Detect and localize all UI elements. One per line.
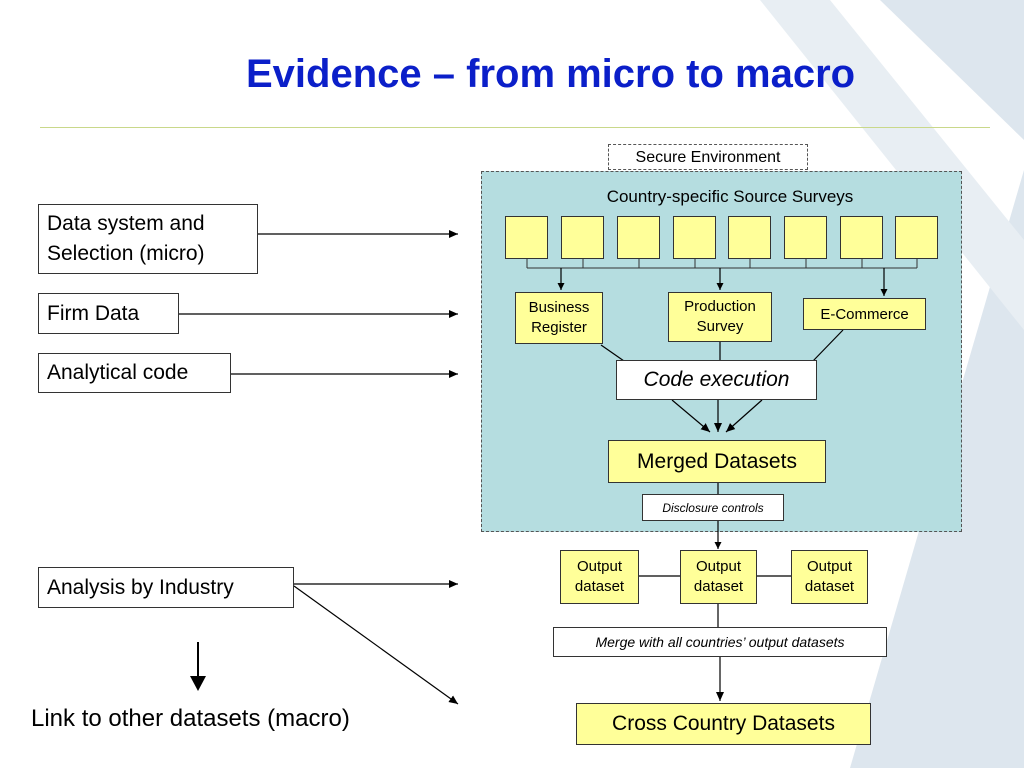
survey-box [895, 216, 938, 259]
survey-box [505, 216, 548, 259]
secure-environment-label: Secure Environment [608, 144, 808, 170]
merge-countries-box: Merge with all countries’ output dataset… [553, 627, 887, 657]
survey-box [784, 216, 827, 259]
page-title: Evidence – from micro to macro [246, 52, 856, 96]
source-surveys-label: Country-specific Source Surveys [606, 187, 854, 206]
ecommerce-box: E-Commerce [803, 298, 926, 330]
cross-country-datasets-box: Cross Country Datasets [576, 703, 871, 745]
analytical-code-box: Analytical code [38, 353, 231, 393]
survey-box [673, 216, 716, 259]
analysis-by-industry-box: Analysis by Industry [38, 567, 294, 608]
disclosure-controls-box: Disclosure controls [642, 494, 784, 521]
merged-datasets-box: Merged Datasets [608, 440, 826, 483]
survey-box [728, 216, 771, 259]
link-other-datasets-label: Link to other datasets (macro) [31, 705, 350, 732]
survey-box [561, 216, 604, 259]
output-dataset-right: Output dataset [791, 550, 868, 604]
business-register-box: Business Register [515, 292, 603, 344]
code-execution-box: Code execution [616, 360, 817, 400]
data-system-selection-box: Data system and Selection (micro) [38, 204, 258, 274]
output-dataset-center: Output dataset [680, 550, 757, 604]
page-title-wrap: Evidence – from micro to macro [0, 52, 1024, 97]
output-dataset-left: Output dataset [560, 550, 639, 604]
firm-data-box: Firm Data [38, 293, 179, 334]
title-rule [40, 127, 990, 128]
survey-box [840, 216, 883, 259]
production-survey-box: Production Survey [668, 292, 772, 342]
survey-box [617, 216, 660, 259]
